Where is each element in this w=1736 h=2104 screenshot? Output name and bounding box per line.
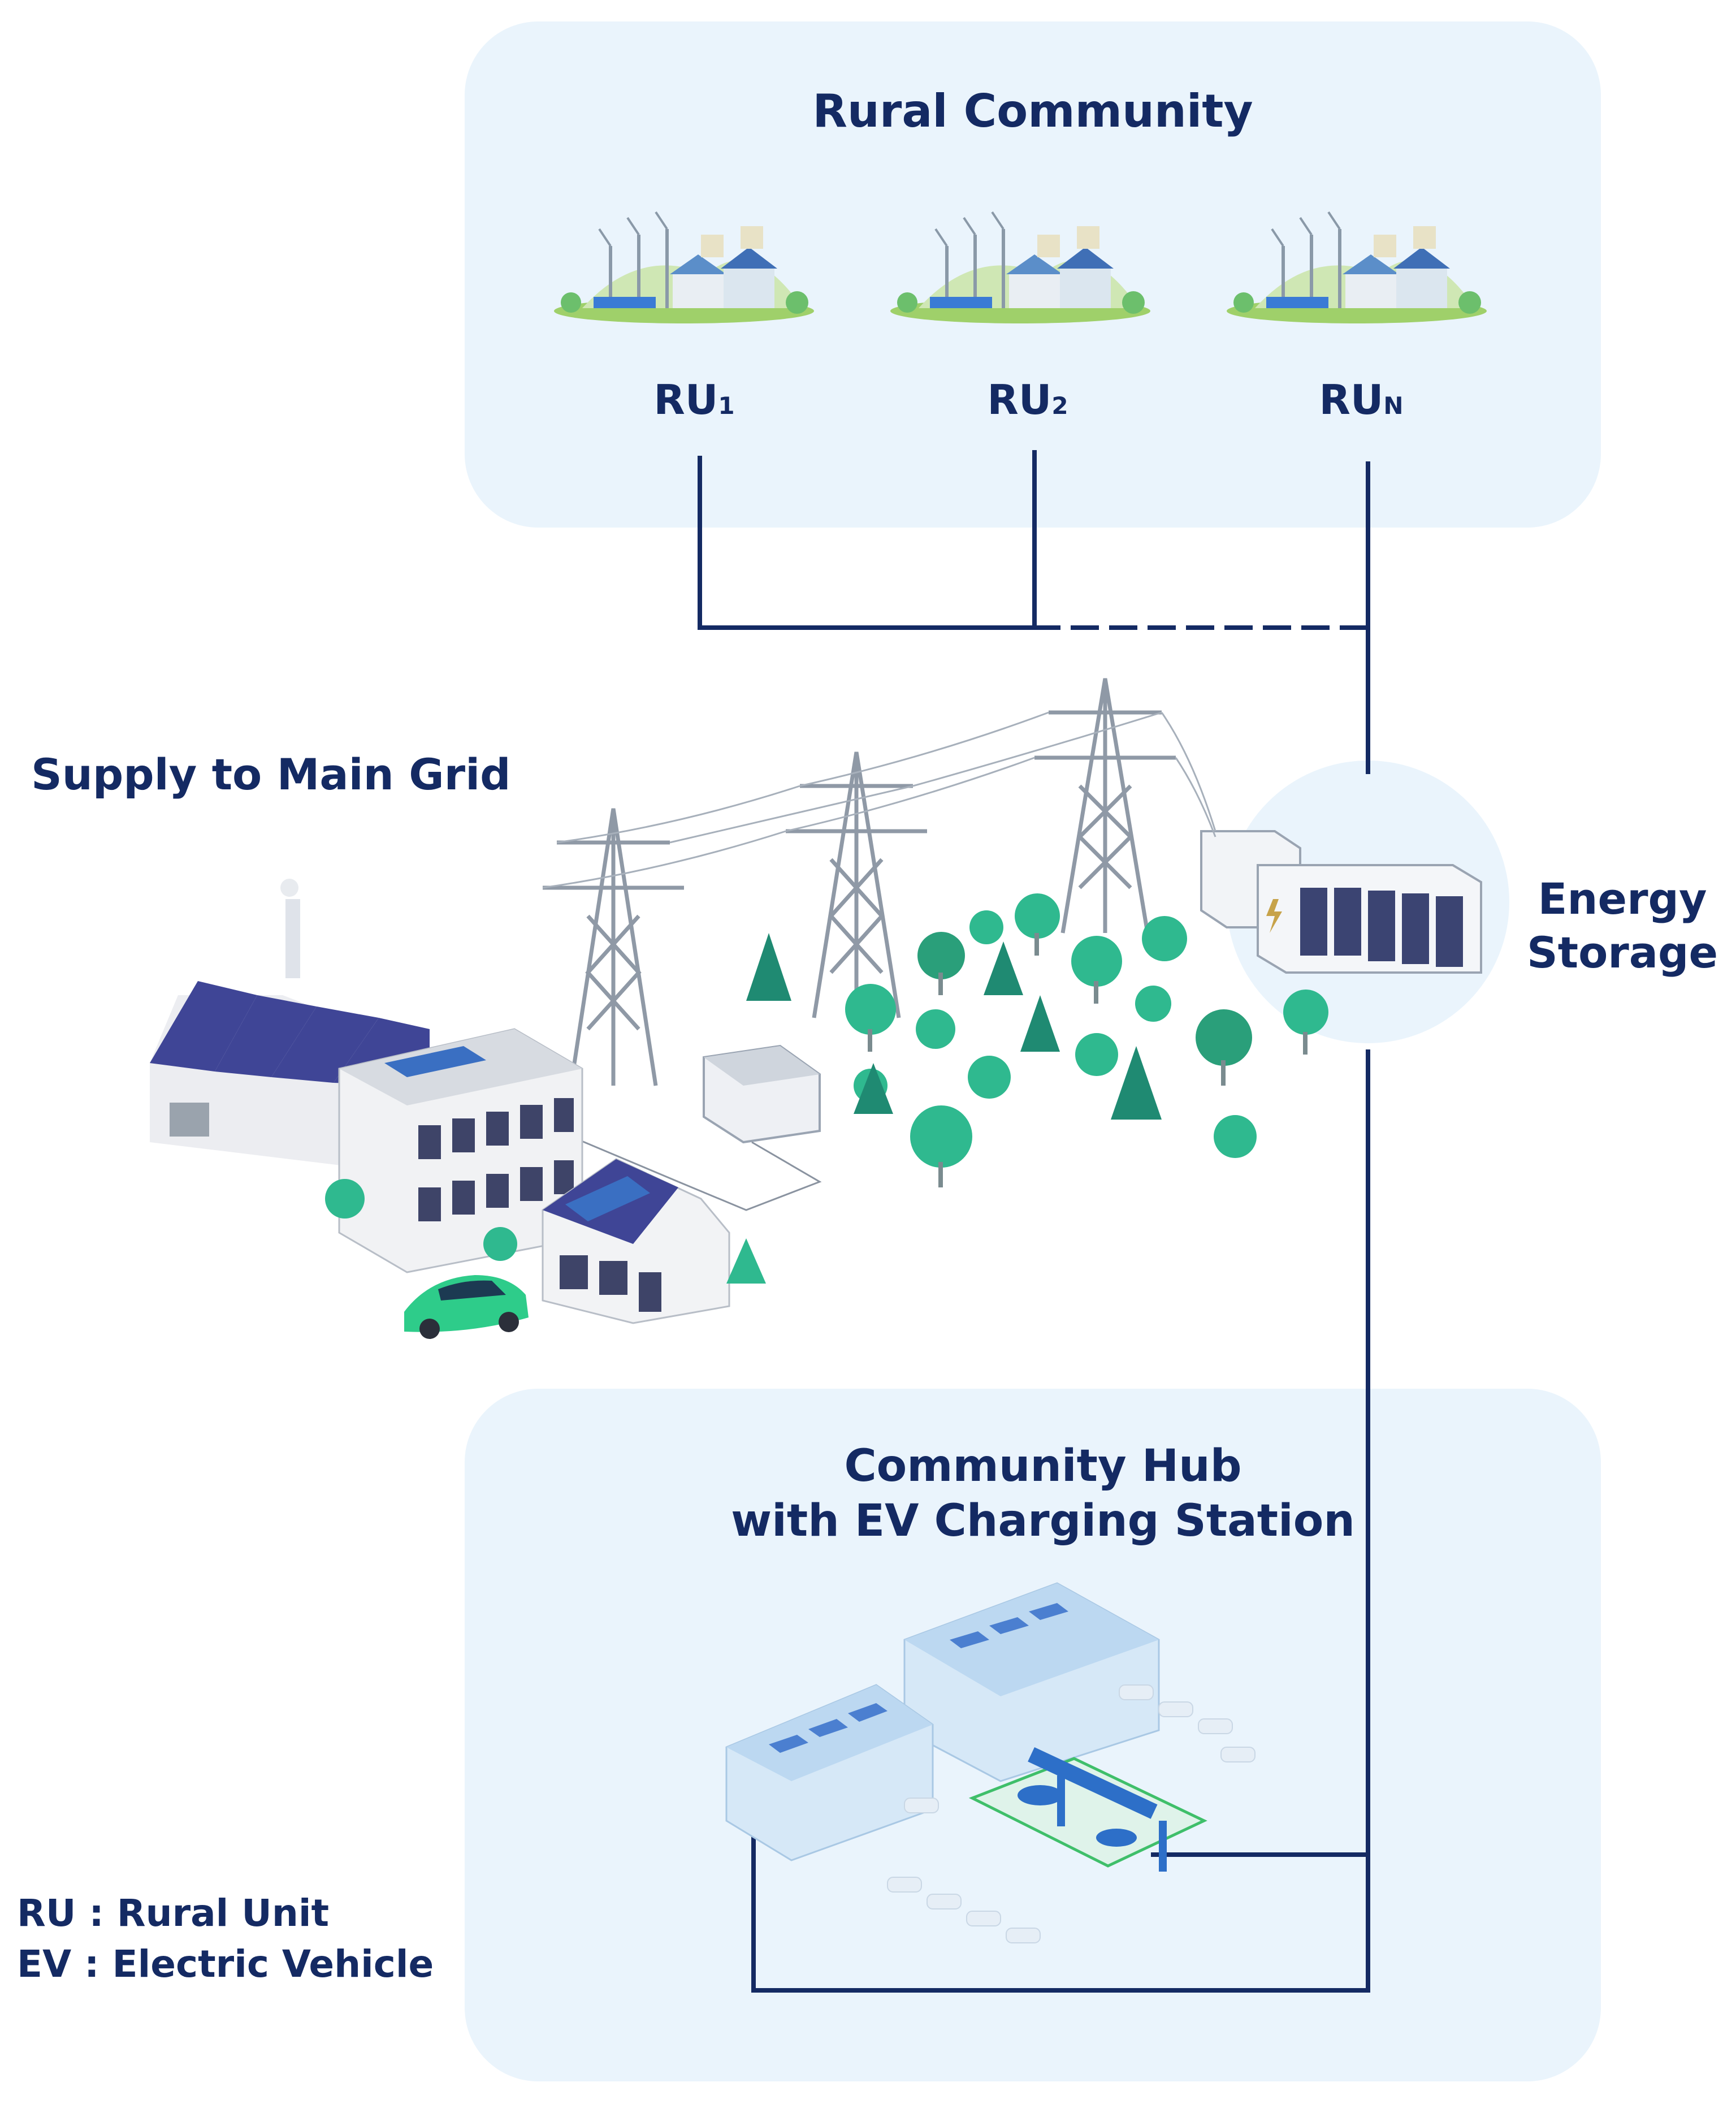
- legend-electric-vehicle: EV : Electric Vehicle: [17, 1942, 434, 1986]
- connection-lines: [698, 450, 1370, 1993]
- energy-storage-label-line2: Storage: [1527, 927, 1718, 978]
- rural-unit-illustration-1: [554, 211, 814, 323]
- community-hub-illustration: [725, 1582, 1256, 1943]
- rural-unit-2-label: RU2: [954, 376, 1101, 424]
- rural-unit-1-label: RU1: [621, 376, 768, 424]
- ground-wires: [570, 1135, 822, 1211]
- ru-n-text: RU: [1319, 376, 1384, 424]
- battery-storage-icon: [1200, 830, 1482, 974]
- ru-2-subscript: 2: [1051, 392, 1068, 420]
- ru-1-subscript: 1: [718, 392, 735, 420]
- community-hub-title-line1: Community Hub: [844, 1441, 1242, 1492]
- community-hub-title-line2: with EV Charging Station: [731, 1496, 1355, 1546]
- energy-storage-label-line1: Energy: [1538, 874, 1707, 924]
- transmission-towers: [542, 678, 1217, 1086]
- forest-trees: [746, 893, 1328, 1187]
- ru-n-subscript: N: [1383, 392, 1404, 420]
- rural-unit-illustration-2: [890, 211, 1150, 323]
- substation-box: [703, 1044, 821, 1144]
- rural-unit-n-label: RUN: [1288, 376, 1435, 424]
- ru-2-text: RU: [987, 376, 1052, 424]
- rural-unit-illustration-n: [1227, 211, 1487, 323]
- factory-buildings: [150, 879, 766, 1324]
- legend-rural-unit: RU : Rural Unit: [17, 1891, 330, 1935]
- ru-1-text: RU: [653, 376, 718, 424]
- main-grid-label: Supply to Main Grid: [31, 749, 511, 800]
- rural-community-title: Rural Community: [812, 85, 1253, 137]
- electric-car-icon: [404, 1275, 529, 1339]
